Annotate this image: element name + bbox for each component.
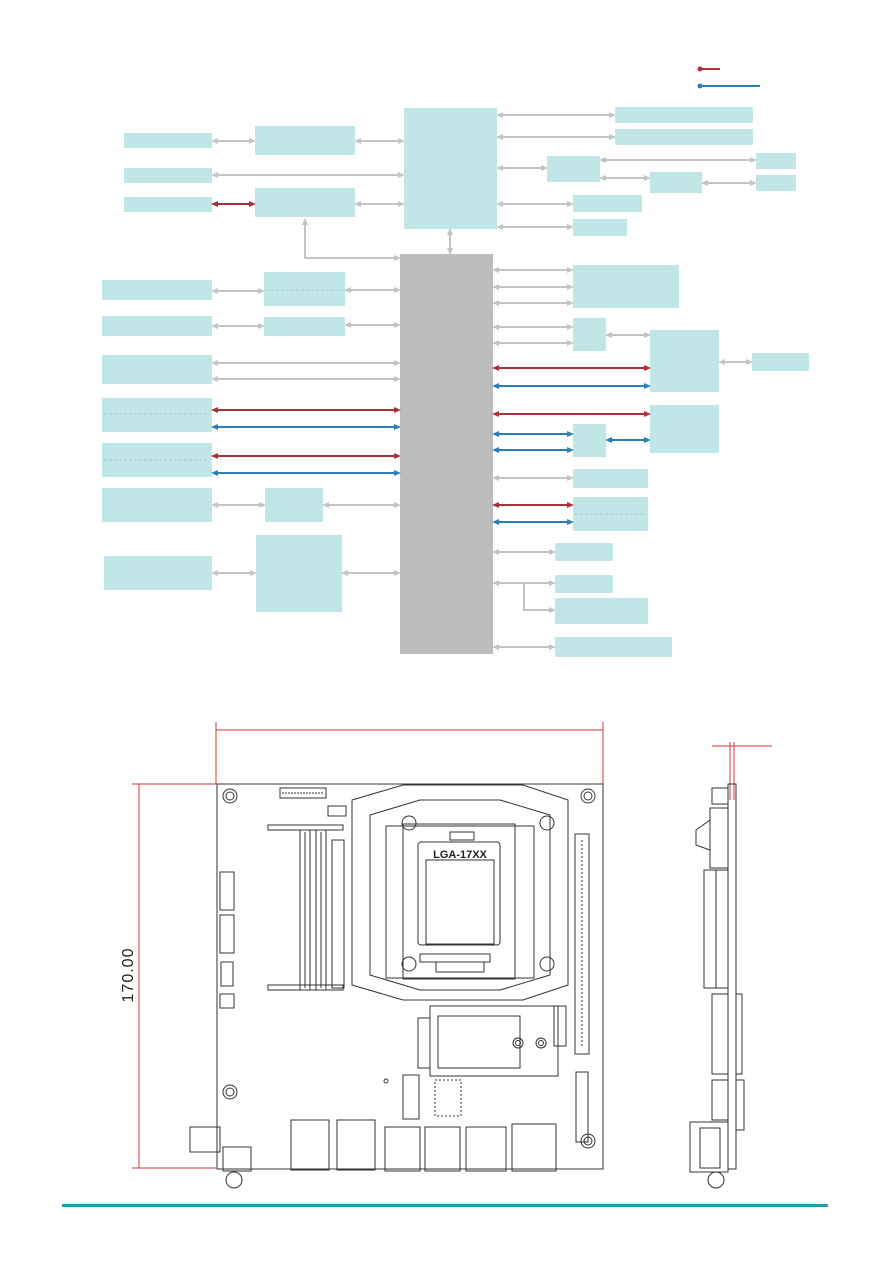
block-l-6-mid — [265, 488, 323, 522]
sata-connector-1 — [219, 871, 235, 911]
block-tl-3 — [124, 197, 212, 212]
m2-header — [553, 1005, 567, 1047]
height-dimension — [132, 783, 216, 1169]
m2-card — [437, 1015, 521, 1069]
block-l-4 — [102, 398, 212, 432]
lan-port — [511, 1123, 557, 1172]
block-tl-2 — [124, 168, 212, 183]
block-l-7-mid — [256, 535, 342, 612]
display-port — [465, 1126, 507, 1172]
small-header — [220, 961, 234, 987]
block-l-1 — [102, 280, 212, 300]
mounting-hole-bl — [222, 1084, 238, 1100]
block-tr-8 — [573, 219, 627, 236]
block-l-2 — [102, 316, 212, 336]
legend-blue-dot — [697, 83, 703, 89]
block-tr-3 — [547, 156, 600, 182]
io-header — [402, 1074, 420, 1120]
footer-rule — [62, 1204, 828, 1207]
legend — [697, 66, 760, 89]
block-tr-1 — [615, 107, 753, 123]
block-l-3 — [102, 355, 212, 384]
block-r-2 — [573, 318, 606, 351]
block-tr-4 — [650, 172, 702, 193]
block-r-9 — [555, 543, 613, 561]
mounting-hole-tl — [222, 788, 238, 804]
block-r-3 — [650, 330, 719, 392]
block-r-4 — [752, 353, 809, 371]
side-profile — [689, 783, 745, 1189]
block-diagram — [102, 66, 809, 657]
dimm-slots — [267, 824, 345, 991]
block-r-11 — [555, 598, 648, 624]
rj45-port-1 — [290, 1119, 330, 1171]
height-dimension-label: 170.00 — [120, 947, 137, 1003]
top-header — [279, 787, 327, 799]
link-chipset-r11 — [523, 583, 556, 613]
block-r-6 — [573, 424, 606, 457]
block-tr-5 — [756, 153, 796, 169]
block-tr-2 — [615, 129, 753, 145]
block-r-12 — [555, 637, 672, 657]
block-r-10 — [555, 575, 613, 593]
side-dimension — [712, 742, 772, 800]
block-r-1 — [573, 265, 679, 308]
block-l-2-mid — [264, 317, 345, 336]
mounting-hole-mid — [535, 1037, 547, 1049]
socket-label: LGA-17XX — [433, 849, 487, 861]
power-jack — [189, 1126, 221, 1153]
block-r-5 — [650, 405, 719, 453]
usb-stack-2 — [424, 1126, 461, 1172]
block-tr-7 — [573, 195, 642, 212]
block-tl-mid-2 — [255, 188, 355, 217]
cpu-block — [404, 108, 497, 229]
usb-stack-1 — [384, 1126, 421, 1172]
pcie-slot — [574, 833, 590, 1055]
block-r-7 — [573, 469, 648, 488]
legend-red-dot — [697, 66, 703, 72]
width-dimension — [215, 722, 604, 784]
block-l-6 — [102, 488, 212, 522]
block-tl-1 — [124, 133, 212, 148]
block-l-7 — [104, 556, 212, 590]
cpu-socket-frame — [351, 784, 569, 1001]
mounting-hole-br — [580, 1133, 596, 1149]
m2-area — [429, 1005, 559, 1077]
rj45-port-2 — [336, 1119, 376, 1171]
sata-connector-2 — [219, 914, 235, 954]
fan-header — [219, 993, 235, 1009]
block-tl-mid-1 — [255, 126, 355, 155]
chipset-block — [400, 254, 493, 654]
block-l-1-mid — [264, 272, 345, 306]
link-mid2-chipset — [302, 218, 401, 261]
board-outline — [189, 783, 604, 1189]
block-tr-6 — [756, 175, 796, 191]
mounting-hole-tr — [580, 788, 596, 804]
